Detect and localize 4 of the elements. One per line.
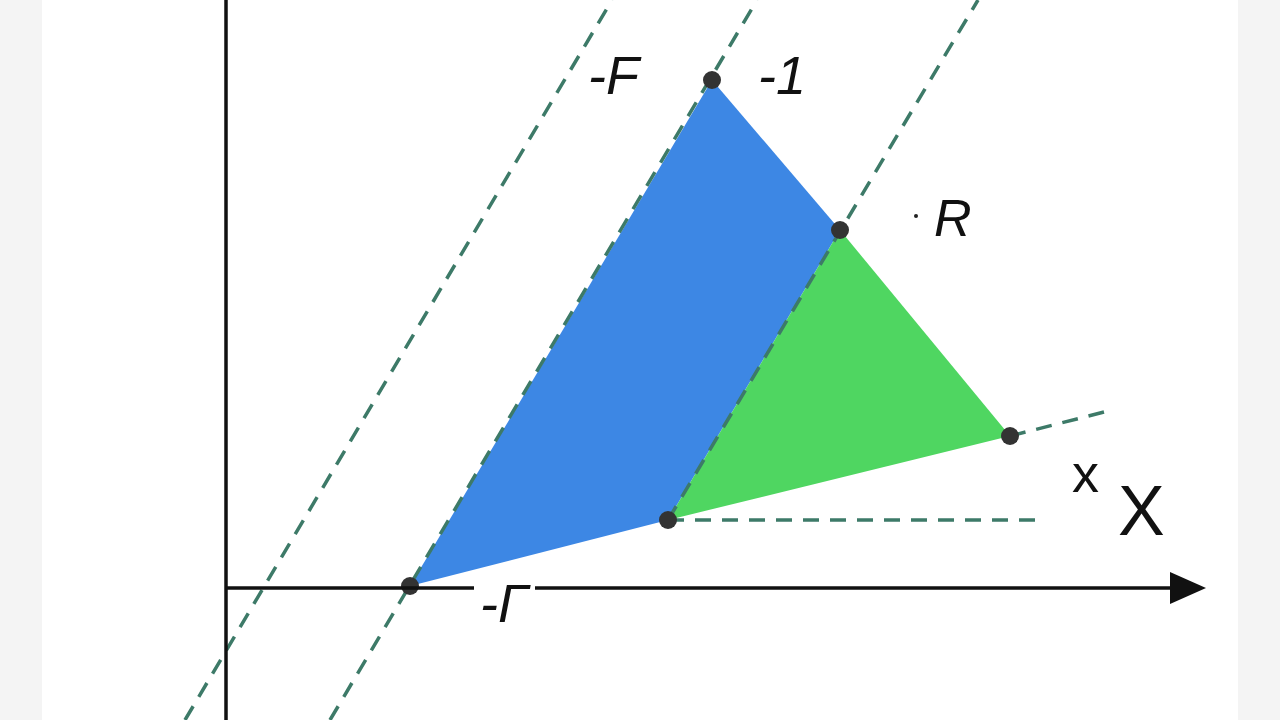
- point-label: x: [1072, 446, 1099, 500]
- point-label: X: [1118, 476, 1165, 546]
- point-label: R: [934, 192, 972, 244]
- point-label: -1: [758, 48, 806, 102]
